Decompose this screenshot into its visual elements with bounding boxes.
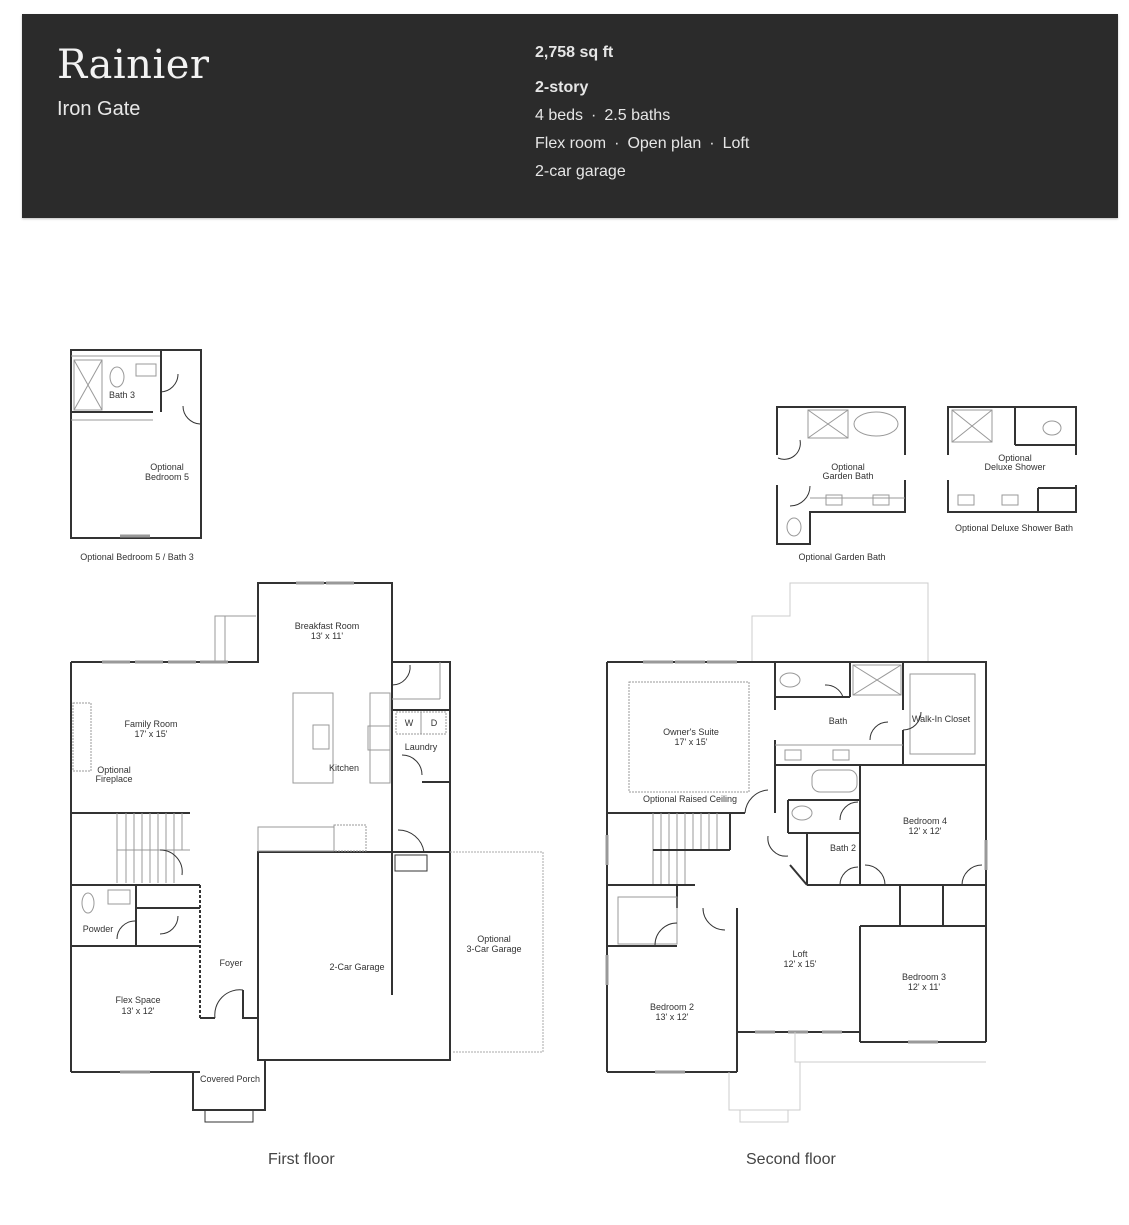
second-floor-label: Second floor	[746, 1151, 836, 1168]
beds: 4 beds	[535, 107, 584, 124]
second-floor-plan	[605, 582, 988, 1123]
room-garage: 2-Car Garage	[329, 962, 384, 972]
first-floor-label: First floor	[268, 1151, 335, 1168]
room-kitchen: Kitchen	[329, 763, 359, 773]
room-family: Family Room	[124, 719, 177, 729]
fireplace-line2: Fireplace	[95, 774, 132, 784]
room-bedroom2-size: 13' x 12'	[656, 1012, 689, 1022]
plan-specs: 2,758 sq ft 2-story 4 beds · 2.5 baths Fle…	[535, 44, 749, 190]
room-walk-in-closet: Walk-In Closet	[912, 714, 971, 724]
room-bedroom3: Bedroom 3	[902, 972, 946, 982]
feature-loft: Loft	[722, 135, 750, 152]
plan-header: Rainier Iron Gate 2,758 sq ft 2-story 4 …	[22, 14, 1118, 218]
feature-flex-room: Flex room	[535, 135, 607, 152]
fireplace-line1: Optional	[97, 765, 131, 775]
room-powder: Powder	[83, 924, 114, 934]
room-owners-suite-size: 17' x 15'	[675, 737, 708, 747]
separator: ·	[614, 135, 620, 152]
option-garden-bath	[776, 406, 906, 545]
stories: 2-story	[535, 79, 589, 96]
room-opt-garage-line2: 3-Car Garage	[466, 944, 521, 954]
washer: W	[405, 718, 414, 728]
room-loft: Loft	[792, 949, 808, 959]
room-bedroom5-line1: Optional	[150, 462, 184, 472]
room-bedroom5-line2: Bedroom 5	[145, 472, 189, 482]
caption-deluxe-shower: Optional Deluxe Shower Bath	[955, 523, 1073, 533]
room-breakfast: Breakfast Room	[295, 621, 360, 631]
dryer: D	[431, 718, 438, 728]
room-bedroom2: Bedroom 2	[650, 1002, 694, 1012]
feature-open-plan: Open plan	[627, 135, 702, 152]
room-foyer: Foyer	[219, 958, 242, 968]
label-garden-bath-line1: Optional	[831, 462, 865, 472]
room-opt-garage-line1: Optional	[477, 934, 511, 944]
label-deluxe-shower-line1: Optional	[998, 453, 1032, 463]
room-bedroom3-size: 12' x 11'	[908, 982, 941, 992]
first-floor-plan	[70, 581, 544, 1123]
garage: 2-car garage	[535, 163, 626, 180]
room-bath2: Bath 2	[830, 843, 856, 853]
plan-name: Rainier	[57, 42, 210, 88]
room-bedroom4-size: 12' x 12'	[909, 826, 942, 836]
separator: ·	[591, 107, 597, 124]
room-owners-bath: Bath	[829, 716, 848, 726]
room-laundry: Laundry	[405, 742, 438, 752]
label-deluxe-shower-line2: Deluxe Shower	[984, 462, 1045, 472]
option-bedroom5-bath3	[70, 349, 202, 539]
option-deluxe-shower	[947, 406, 1077, 513]
baths: 2.5 baths	[604, 107, 671, 124]
room-flex: Flex Space	[115, 995, 160, 1005]
features: Flex room · Open plan · Loft	[535, 134, 749, 153]
room-porch: Covered Porch	[200, 1074, 260, 1084]
caption-bedroom5-bath3: Optional Bedroom 5 / Bath 3	[80, 552, 194, 562]
label-garden-bath-line2: Garden Bath	[822, 471, 873, 481]
room-loft-size: 12' x 15'	[784, 959, 817, 969]
separator: ·	[709, 135, 715, 152]
room-bedroom4: Bedroom 4	[903, 816, 947, 826]
room-family-size: 17' x 15'	[135, 729, 168, 739]
community-name: Iron Gate	[57, 98, 141, 120]
caption-garden-bath: Optional Garden Bath	[798, 552, 885, 562]
room-owners-suite: Owner's Suite	[663, 727, 719, 737]
optional-raised-ceiling: Optional Raised Ceiling	[643, 794, 737, 804]
room-bath3: Bath 3	[109, 390, 135, 400]
room-flex-size: 13' x 12'	[122, 1006, 155, 1016]
square-footage: 2,758 sq ft	[535, 44, 614, 61]
room-breakfast-size: 13' x 11'	[311, 631, 344, 641]
beds-baths: 4 beds · 2.5 baths	[535, 106, 749, 125]
